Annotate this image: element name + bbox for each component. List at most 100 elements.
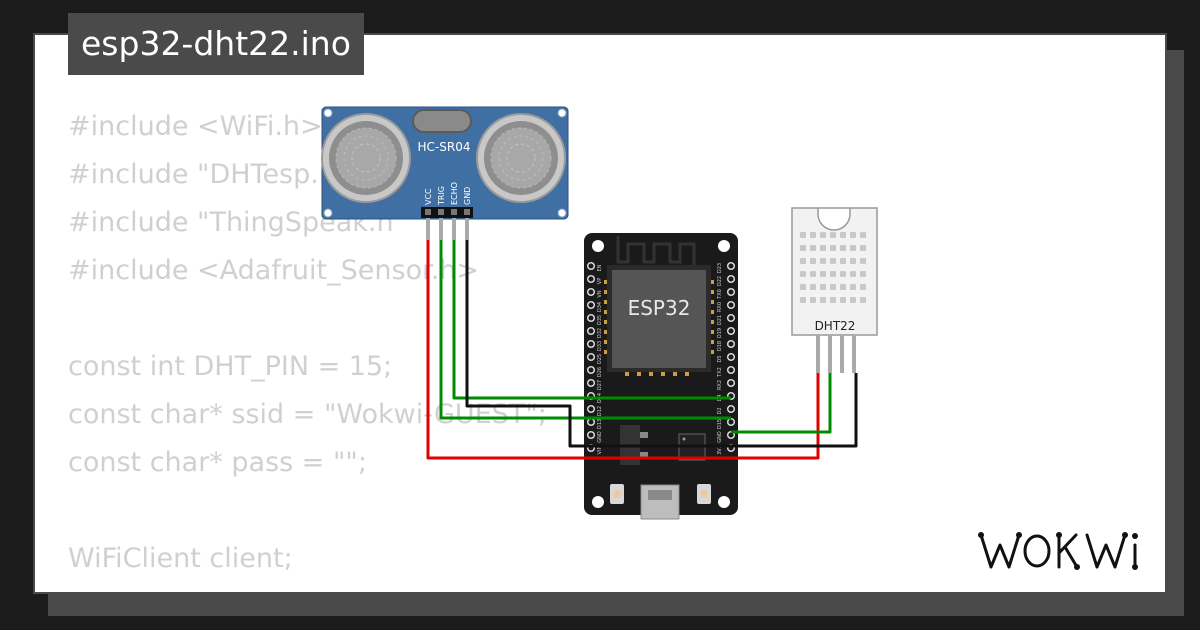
esp32-pin-label-left: D13 — [597, 419, 603, 429]
esp32-pin-label-right: D2 — [717, 407, 723, 414]
dht22-vent-slot — [860, 245, 866, 251]
dht22-vent-slot — [850, 297, 856, 303]
wire-vcc-red — [426, 240, 731, 460]
code-line: const int DHT_PIN = 15; — [68, 351, 393, 382]
esp32-pin-hole — [586, 378, 596, 388]
esp32-board: ESP32 ENVPVND34D35D32D33D25D26D27D14D12D… — [584, 233, 738, 520]
dht22-vent-slot — [850, 284, 856, 290]
dht22-vent-slot — [800, 245, 806, 251]
esp32-pin-label-left: D25 — [597, 354, 603, 364]
esp32-pin-hole — [726, 417, 736, 427]
code-line: #include <Adafruit_Sensor.h> — [68, 255, 480, 286]
esp32-pin-hole — [726, 287, 736, 297]
dht22-vent-slot — [820, 284, 826, 290]
esp32-pin-label-right: D15 — [717, 419, 723, 429]
esp32-pin-hole — [586, 404, 596, 414]
dht22-vent-slot — [830, 271, 836, 277]
dht22-vent-slot — [800, 232, 806, 238]
esp32-pin-label-right: GND — [717, 431, 723, 443]
dht22-vent-slot — [800, 297, 806, 303]
esp32-pin-label-right: D19 — [717, 328, 723, 338]
wire-trig-green — [439, 240, 731, 420]
dht22-vent-slot — [820, 258, 826, 264]
esp32-pin-label-right: TX2 — [717, 367, 723, 378]
esp32-label: ESP32 — [628, 296, 691, 320]
dht22-vent-slot — [810, 232, 816, 238]
esp32-pin-hole — [586, 261, 596, 271]
esp32-pin-hole — [726, 404, 736, 414]
dht22-label: DHT22 — [815, 319, 856, 333]
dht22-vent-slot — [830, 297, 836, 303]
dht22-vent-slot — [810, 258, 816, 264]
esp32-pin-hole — [586, 274, 596, 284]
code-line: const char* pass = ""; — [68, 447, 367, 478]
micro-usb-port — [640, 484, 680, 520]
dht22-sensor: DHT22 — [791, 207, 878, 373]
wire-dht-gnd-black — [731, 373, 858, 448]
hc-sr04-sensor: HC-SR04 VCC TRIG ECHO GND — [321, 106, 569, 240]
boot-button — [610, 484, 624, 504]
dht22-vent-slot — [810, 245, 816, 251]
esp32-pin-hole — [726, 300, 736, 310]
dht22-vent-slot — [860, 258, 866, 264]
esp32-pin-label-right: RX2 — [717, 380, 723, 390]
dht22-vent-slot — [840, 284, 846, 290]
dht22-vent-slot — [810, 271, 816, 277]
pin-label-gnd: GND — [463, 187, 472, 205]
wire-gnd-black — [465, 240, 731, 448]
dht22-vent-slot — [830, 232, 836, 238]
esp32-pin-label-left: GND — [597, 431, 603, 443]
esp32-pin-label-right: D18 — [717, 341, 723, 351]
esp32-pin-label-left: EN — [597, 264, 603, 271]
dht22-vent-slot — [840, 258, 846, 264]
dht22-vent-slot — [830, 284, 836, 290]
esp32-pin-label-left: VIN — [597, 445, 603, 454]
dht22-vent-slot — [800, 284, 806, 290]
esp32-pin-hole — [586, 365, 596, 375]
esp32-pin-hole — [726, 261, 736, 271]
wire-echo-green — [452, 240, 731, 400]
wire-dht-vcc-red — [731, 373, 820, 460]
dht22-vent-slot — [800, 258, 806, 264]
dht22-vent-slot — [840, 232, 846, 238]
esp32-left-pin-row: ENVPVND34D35D32D33D25D26D27D14D12D13GNDV… — [586, 261, 603, 454]
esp32-pin-label-right: D21 — [717, 315, 723, 325]
dht22-vent-slot — [830, 258, 836, 264]
esp32-pin-label-left: D33 — [597, 341, 603, 351]
dht22-vent-slot — [860, 297, 866, 303]
hc-sr04-label: HC-SR04 — [418, 140, 471, 154]
dht22-vent-slot — [840, 271, 846, 277]
esp32-pin-label-left: D35 — [597, 315, 603, 325]
dht22-vent-slot — [820, 232, 826, 238]
esp32-pin-label-right: D5 — [717, 355, 723, 362]
esp32-pin-label-left: D27 — [597, 380, 603, 390]
wifi-antenna — [616, 236, 696, 268]
esp32-pin-hole — [586, 417, 596, 427]
esp32-pin-label-right: D23 — [717, 263, 723, 273]
esp32-pin-hole — [586, 326, 596, 336]
esp32-pin-label-left: D32 — [597, 328, 603, 338]
esp32-pin-label-right: RX0 — [717, 302, 723, 312]
esp32-pin-hole — [586, 287, 596, 297]
dht22-vent-slot — [850, 232, 856, 238]
dht22-vent-slot — [840, 297, 846, 303]
pin-label-vcc: VCC — [424, 188, 433, 205]
dht22-vent-slot — [850, 271, 856, 277]
dht22-vent-slot — [820, 297, 826, 303]
dht22-vent-slot — [820, 271, 826, 277]
esp32-pin-label-left: VN — [597, 290, 603, 297]
dht22-vent-slot — [840, 245, 846, 251]
esp32-pin-hole — [726, 313, 736, 323]
project-title: esp32-dht22.ino — [68, 13, 364, 75]
dht22-vent-slot — [850, 258, 856, 264]
esp32-pin-hole — [726, 274, 736, 284]
pin-label-trig: TRIG — [437, 186, 446, 206]
hc-sr04-pin-header — [421, 207, 473, 240]
esp32-pin-hole — [726, 378, 736, 388]
esp32-pin-label-left: D34 — [597, 302, 603, 312]
reset-button — [697, 484, 711, 504]
esp32-pin-label-left: VP — [597, 278, 603, 284]
esp32-right-pin-row: D23D22TX0RX0D21D19D18D5TX2RX2D4D2D15GND3… — [717, 261, 736, 455]
esp32-pin-hole — [586, 313, 596, 323]
